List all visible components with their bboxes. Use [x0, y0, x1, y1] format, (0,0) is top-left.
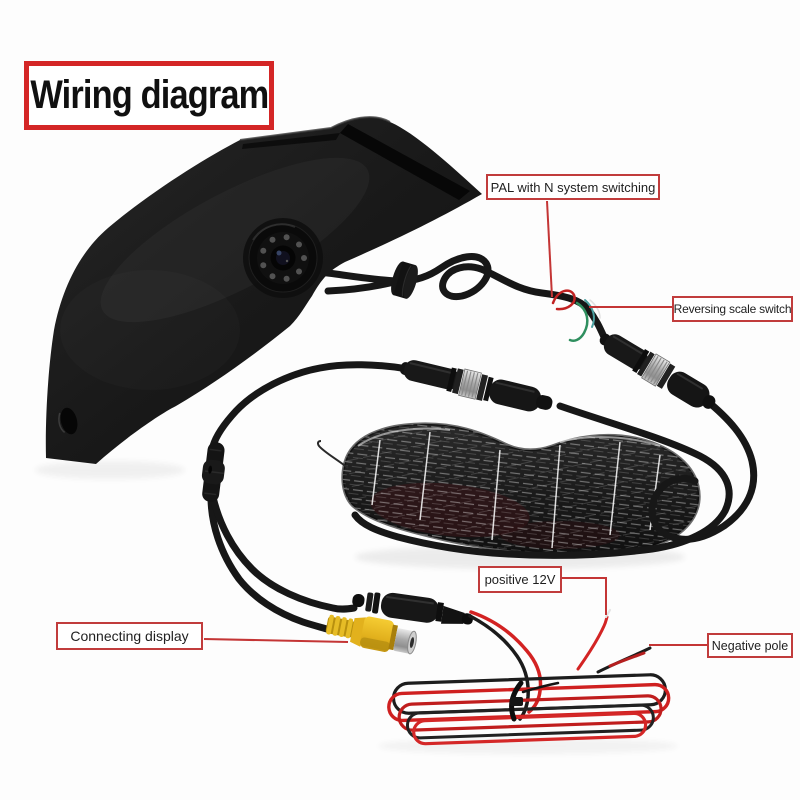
aviation-connector-upper: [599, 333, 716, 409]
cable-ferrule: [201, 442, 225, 502]
display-cable: [207, 361, 412, 633]
aviation-connector-center: [400, 360, 553, 412]
ir-leds: [260, 234, 307, 282]
callout-lines: [203, 200, 707, 646]
camera-cable: [316, 253, 608, 341]
callout-negative-pole: Negative pole: [707, 633, 793, 658]
callout-reversing-label: Reversing scale switch: [673, 302, 792, 316]
positive-wire-end: [576, 615, 609, 671]
rca-video-connector: [325, 614, 417, 655]
callout-negative-label: Negative pole: [711, 638, 789, 653]
camera-housing: [45, 116, 483, 464]
callout-positive-12v: positive 12V: [478, 566, 562, 593]
power-wire-bundle: [387, 608, 671, 746]
mounting-hole: [58, 407, 78, 435]
extension-cables: [351, 396, 758, 559]
zip-tie: [509, 680, 560, 722]
callout-positive-label: positive 12V: [484, 572, 556, 587]
title-box: Wiring diagram: [24, 61, 274, 130]
coil-wire-tail: [316, 440, 349, 469]
pigtail-wires: [551, 289, 601, 342]
positive-callout-line: [562, 577, 607, 615]
callout-pal-system: PAL with N system switching: [486, 174, 660, 200]
connecting-callout-line: [203, 638, 349, 643]
callout-connecting-label: Connecting display: [70, 628, 189, 644]
pal-callout-line: [546, 200, 553, 298]
page-title: Wiring diagram: [29, 73, 269, 117]
power-junction: [352, 592, 474, 625]
camera-lens-pod: [243, 218, 323, 298]
callout-reversing-scale-switch: Reversing scale switch: [672, 296, 793, 322]
coiled-cable-bundle: [316, 422, 701, 557]
housing-top-slot: [340, 124, 470, 200]
callout-pal-label: PAL with N system switching: [490, 179, 656, 195]
callout-connecting-display: Connecting display: [56, 622, 203, 650]
rubber-grommet: [391, 261, 418, 299]
